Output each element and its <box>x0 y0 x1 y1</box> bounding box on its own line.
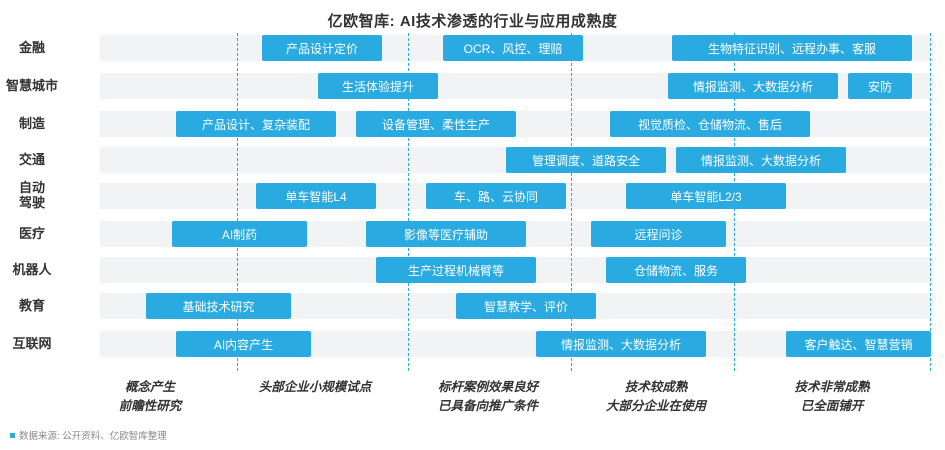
app-box: 视觉质检、仓储物流、售后 <box>610 111 810 137</box>
stage-divider-1 <box>237 33 238 371</box>
app-box: 生物特征识别、远程办事、客服 <box>672 35 912 61</box>
row-label-6: 医疗 <box>18 225 45 241</box>
app-box: 生活体验提升 <box>318 73 438 99</box>
app-box: 远程问诊 <box>591 221 726 247</box>
row-label-4: 交通 <box>18 151 45 167</box>
app-box: AI制药 <box>172 221 307 247</box>
app-box: 智慧教学、评价 <box>456 293 596 319</box>
stage-label-1: 概念产生 前瞻性研究 <box>118 380 182 414</box>
app-box: 设备管理、柔性生产 <box>356 111 516 137</box>
row-label-8: 教育 <box>18 297 45 313</box>
app-box: 单车智能L4 <box>256 183 376 209</box>
source-marker-icon <box>10 432 15 438</box>
chart-title: 亿欧智库: AI技术渗透的行业与应用成熟度 <box>327 13 618 30</box>
app-box: 仓储物流、服务 <box>606 257 746 283</box>
source-note: 数据来源: 公开资料、亿欧智库整理 <box>10 428 167 442</box>
stage-label-5: 技术非常成熟 已全面铺开 <box>794 380 870 414</box>
app-box: 车、路、云协同 <box>426 183 566 209</box>
stage-label-2: 头部企业小规模试点 <box>258 380 372 394</box>
row-label-5: 自动 驾驶 <box>18 180 45 210</box>
stage-divider-3 <box>571 33 572 371</box>
app-box: 产品设计、复杂装配 <box>176 111 336 137</box>
app-box: AI内容产生 <box>176 331 311 357</box>
row-label-3: 制造 <box>18 115 45 131</box>
source-text: 数据来源: 公开资料、亿欧智库整理 <box>19 431 167 442</box>
stage-label-3: 标杆案例效果良好 已具备向推广条件 <box>437 380 539 414</box>
row-label-7: 机器人 <box>12 261 52 277</box>
stage-divider-5 <box>930 33 931 371</box>
row-label-1: 金融 <box>18 39 45 55</box>
app-box: 情报监测、大数据分析 <box>536 331 706 357</box>
app-box: 管理调度、道路安全 <box>506 147 666 173</box>
app-box: 基础技术研究 <box>146 293 291 319</box>
stage-label-4: 技术较成熟 大部分企业在使用 <box>605 380 707 414</box>
app-box: 单车智能L2/3 <box>626 183 786 209</box>
app-box: 产品设计定价 <box>262 35 382 61</box>
app-box: 情报监测、大数据分析 <box>668 73 838 99</box>
stage-divider-2 <box>408 33 409 371</box>
row-label-9: 互联网 <box>12 335 52 351</box>
app-box: OCR、风控、理赔 <box>443 35 583 61</box>
row-label-2: 智慧城市 <box>5 77 58 93</box>
app-box: 生产过程机械臂等 <box>376 257 536 283</box>
app-box: 情报监测、大数据分析 <box>676 147 846 173</box>
app-box: 安防 <box>848 73 912 99</box>
app-box: 影像等医疗辅助 <box>366 221 526 247</box>
app-box: 客户触达、智慧营销 <box>786 331 931 357</box>
